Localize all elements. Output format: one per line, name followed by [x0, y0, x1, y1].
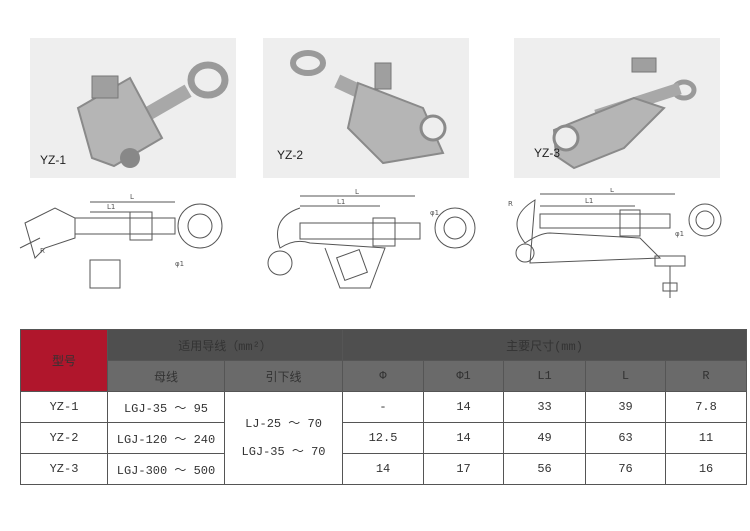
l-cell: 76 [585, 453, 667, 485]
down-lead-header: 引下线 [223, 360, 344, 392]
model-header: 型号 [20, 329, 108, 392]
dim-label-r: R [508, 200, 513, 208]
dim-label-l: L [355, 188, 359, 196]
dim-label-r: R [40, 247, 45, 255]
technical-drawing-yz2: L L1 φ1 [255, 188, 495, 308]
table-row: YZ-1 LGJ-35 ～ 95 LJ-25 ～ 70 LGJ-35 ～ 70 … [20, 391, 748, 485]
dimensions-header: 主要尺寸(mm) [342, 329, 748, 361]
phi1-header: Φ1 [423, 360, 505, 392]
table-row: YZ-2 LGJ-120 ～ 240 12.5 14 49 63 11 [20, 422, 748, 454]
bus-wire-header: 母线 [107, 360, 225, 392]
table-header-row: 型号 适用导线（mm²） 主要尺寸(mm) [20, 329, 748, 392]
clamp-drawing-yz2: L L1 φ1 [267, 188, 476, 289]
bus-wire-cell: LGJ-35 ～ 95 [107, 391, 225, 423]
product-photo-yz1: YZ-1 [30, 38, 236, 178]
product-label: YZ-2 [277, 148, 304, 162]
model-cell: YZ-2 [20, 422, 108, 454]
phi1-cell: 17 [423, 453, 505, 485]
l-header: L [585, 360, 667, 392]
phi-cell: 14 [342, 453, 425, 485]
phi1-cell: 14 [423, 391, 505, 423]
l1-header: L1 [503, 360, 587, 392]
dim-label-l1: L1 [337, 198, 345, 206]
r-cell: 16 [665, 453, 748, 485]
phi-cell: - [342, 391, 425, 423]
table-row: YZ-3 LGJ-300 ～ 500 14 17 56 76 16 [20, 453, 748, 485]
dim-label-l1: L1 [107, 203, 115, 211]
phi-header: Φ [342, 360, 425, 392]
clamp-photo-yz3 [552, 57, 697, 170]
dim-label-l1: L1 [585, 197, 593, 205]
phi1-cell: 14 [423, 422, 505, 454]
table-subheader-row: 母线 引下线 Φ Φ1 L1 L R [21, 360, 748, 392]
product-label: YZ-1 [40, 153, 67, 167]
dim-label-phi1: φ1 [175, 260, 184, 268]
specification-table: 型号 适用导线（mm²） 主要尺寸(mm) 母线 引下线 Φ Φ1 L1 L R… [20, 329, 748, 485]
dim-label-l: L [610, 188, 614, 194]
l1-cell: 56 [503, 453, 587, 485]
dim-label-l: L [130, 193, 134, 201]
l1-cell: 49 [503, 422, 587, 454]
model-cell: YZ-3 [20, 453, 108, 485]
clamp-drawing-yz1: L L1 R φ1 [19, 193, 223, 289]
r-cell: 11 [665, 422, 748, 454]
down-lead-value: LGJ-35 ～ 70 [241, 445, 326, 459]
clamp-drawing-yz3: L L1 R φ1 [508, 186, 722, 298]
bus-wire-cell: LGJ-300 ～ 500 [107, 453, 225, 485]
dim-label-phi1: φ1 [675, 230, 684, 238]
model-cell: YZ-1 [20, 391, 108, 423]
r-header: R [665, 360, 748, 392]
product-photo-yz2: YZ-2 [263, 38, 469, 178]
technical-drawing-yz3: L L1 R φ1 [500, 186, 740, 308]
l1-cell: 33 [503, 391, 587, 423]
bus-wire-cell: LGJ-120 ～ 240 [107, 422, 225, 454]
down-lead-value: LJ-25 ～ 70 [245, 417, 322, 431]
clamp-photo-yz2 [290, 50, 447, 165]
product-photo-yz3: YZ-3 [514, 38, 720, 178]
l-cell: 63 [585, 422, 667, 454]
clamp-photo-yz1 [76, 61, 229, 168]
phi-cell: 12.5 [342, 422, 425, 454]
down-lead-cell: LJ-25 ～ 70 LGJ-35 ～ 70 [223, 391, 344, 485]
technical-drawing-yz1: L L1 R φ1 [15, 188, 255, 308]
dim-label-phi1: φ1 [430, 209, 439, 217]
product-label: YZ-3 [534, 146, 561, 160]
wire-header: 适用导线（mm²） [106, 329, 344, 361]
l-cell: 39 [585, 391, 667, 423]
r-cell: 7.8 [665, 391, 748, 423]
